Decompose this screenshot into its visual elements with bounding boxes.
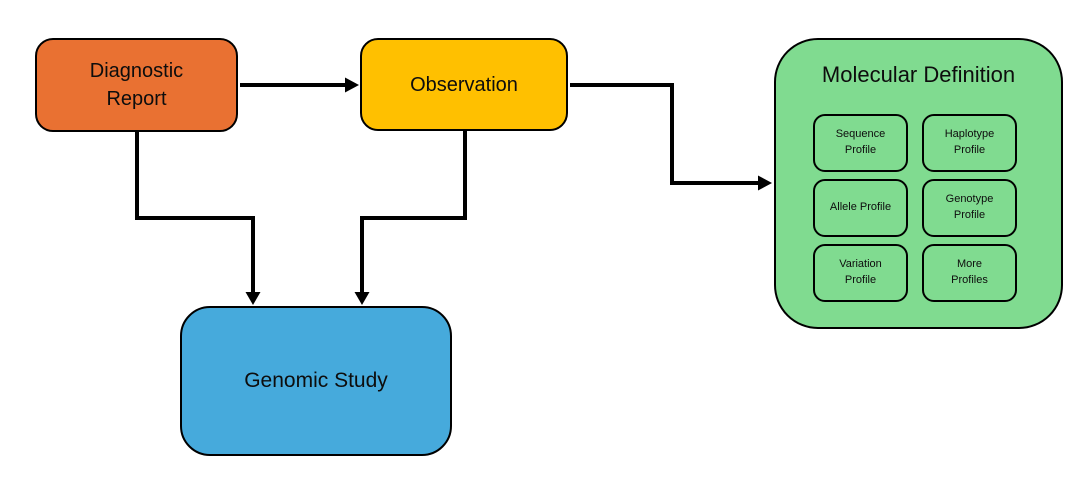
node-genomic-study: Genomic Study [180, 306, 452, 456]
arrowhead-into-genomic-study-right [354, 292, 370, 305]
profile-box-more: More Profiles [922, 244, 1017, 302]
node-diagnostic-report: Diagnostic Report [35, 38, 238, 132]
profile-box-genotype: Genotype Profile [922, 179, 1017, 237]
connector-observation-to-molecular-definition [570, 83, 758, 185]
profile-box-sequence: Sequence Profile [813, 114, 908, 172]
node-observation: Observation [360, 38, 568, 131]
arrowhead-into-observation [345, 77, 359, 93]
node-molecular-definition: Molecular Definition Sequence Profile Ha… [774, 38, 1063, 329]
molecular-definition-title: Molecular Definition [821, 62, 1016, 87]
arrowhead-into-molecular-definition [758, 175, 772, 191]
profile-grid: Sequence Profile Haplotype Profile Allel… [813, 114, 1017, 302]
profile-box-variation: Variation Profile [813, 244, 908, 302]
connector-observation-to-genomic-study [360, 130, 467, 292]
profile-box-allele: Allele Profile [813, 179, 908, 237]
connector-diagnostic-to-genomic-study [135, 130, 255, 292]
profile-box-haplotype: Haplotype Profile [922, 114, 1017, 172]
arrowhead-into-genomic-study-left [245, 292, 261, 305]
